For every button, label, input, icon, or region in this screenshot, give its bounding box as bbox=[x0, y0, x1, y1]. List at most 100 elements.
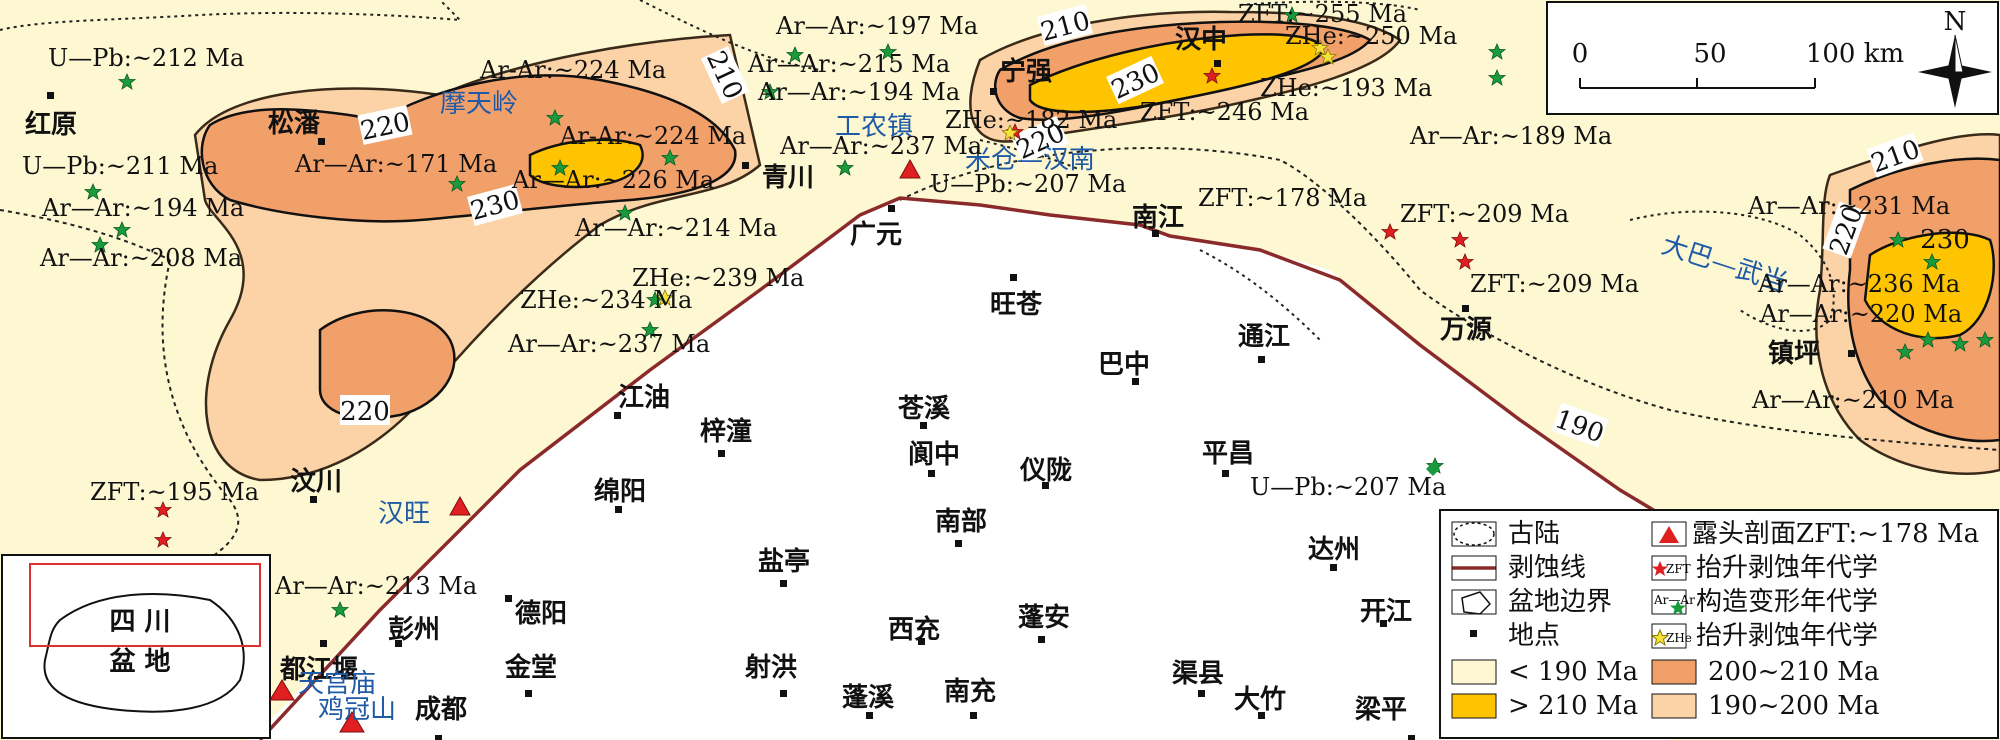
city-tongjiang: 通江 bbox=[1238, 322, 1290, 352]
legend-below-190: < 190 Ma bbox=[1508, 657, 1638, 687]
legend-zhe-key: ZHe bbox=[1666, 631, 1692, 645]
city-wangcang: 旺苍 bbox=[990, 290, 1043, 320]
age-label-3: Ar—Ar:~197 Ma bbox=[775, 12, 978, 40]
contour-dotted-north bbox=[0, 0, 1421, 171]
city-hanzhong: 汉中 bbox=[1175, 25, 1227, 55]
place-migang-hannan: 米仓—汉南 bbox=[965, 145, 1095, 175]
zone-above-210-west bbox=[528, 138, 644, 189]
legend-200-210: 200~210 Ma bbox=[1708, 657, 1879, 687]
age-label-20: Ar—Ar:~208 Ma bbox=[39, 244, 242, 272]
inset-study-area-box bbox=[29, 563, 261, 647]
legend-outcrop: 露头剖面ZFT:~178 Ma bbox=[1692, 519, 1979, 549]
city-guangyuan: 广元 bbox=[850, 220, 902, 250]
city-ningqiang: 宁强 bbox=[1000, 56, 1052, 87]
north-arrow-icon bbox=[1918, 34, 1992, 108]
city-pengan: 蓬安 bbox=[1018, 603, 1070, 633]
legend-erosion-line: 剥蚀线 bbox=[1508, 553, 1586, 583]
age-label-18: U—Pb:~207 Ma bbox=[930, 170, 1126, 198]
legend-paleo-land-icon bbox=[1453, 522, 1495, 546]
location-markers bbox=[47, 60, 1855, 740]
inset-label-line2: 盆 地 bbox=[109, 646, 170, 677]
city-langzhong: 阆中 bbox=[908, 439, 960, 470]
age-label-21: ZFT:~178 Ma bbox=[1198, 184, 1367, 212]
legend-paleo-land: 古陆 bbox=[1508, 519, 1560, 549]
city-hongyuan: 红原 bbox=[25, 109, 77, 140]
city-dazhou: 达州 bbox=[1308, 535, 1360, 565]
age-label-6: ZFT:~255 Ma bbox=[1238, 0, 1407, 28]
city-dazhu: 大竹 bbox=[1234, 685, 1286, 715]
upb-diamond-icon bbox=[1426, 462, 1440, 476]
city-yilong: 仪陇 bbox=[1019, 456, 1072, 486]
city-nanchong: 南充 bbox=[944, 676, 996, 707]
inset-basin-outline bbox=[43, 593, 245, 713]
city-xichong: 西充 bbox=[888, 614, 940, 645]
legend-zft-key: ZFT bbox=[1666, 562, 1691, 576]
city-mianyang: 绵阳 bbox=[594, 476, 646, 507]
age-label-22: ZFT:~209 Ma bbox=[1400, 200, 1569, 228]
place-motianling: 摩天岭 bbox=[440, 89, 518, 119]
contour-label-220b: 220 bbox=[340, 397, 390, 427]
city-qingchuan: 青川 bbox=[762, 163, 814, 193]
scale-tick-0: 0 bbox=[1572, 39, 1589, 69]
city-jintang: 金堂 bbox=[504, 652, 557, 683]
city-jiangyou: 江油 bbox=[618, 383, 670, 413]
age-label-16: Ar—Ar:~194 Ma bbox=[41, 194, 244, 222]
zone-above-210-north bbox=[1028, 33, 1323, 114]
age-label-19: Ar—Ar:~214 Ma bbox=[574, 214, 777, 242]
legend-above-210: > 210 Ma bbox=[1508, 691, 1638, 721]
scale-box bbox=[1546, 1, 1999, 115]
legend-swatch-200-210 bbox=[1651, 659, 1697, 685]
legend-190-200: 190~200 Ma bbox=[1708, 691, 1879, 721]
city-pengzhou: 彭州 bbox=[388, 615, 440, 645]
age-label-7: ZHe:~250 Ma bbox=[1285, 22, 1457, 50]
city-pingchang: 平昌 bbox=[1202, 439, 1254, 469]
city-dujiangyan: 都江堰 bbox=[279, 655, 358, 685]
legend-swatch-below-190 bbox=[1451, 659, 1497, 685]
age-label-11: Ar—Ar:~189 Ma bbox=[1409, 122, 1612, 150]
age-label-24: Ar—Ar:~231 Ma bbox=[1747, 192, 1950, 220]
age-label-33: Ar—Ar:~213 Ma bbox=[274, 572, 477, 600]
age-label-4: Ar—Ar:~215 Ma bbox=[747, 50, 950, 78]
city-deyang: 德阳 bbox=[515, 599, 567, 629]
contour-label-230c: 230 bbox=[1920, 225, 1970, 255]
legend-deformation: 构造变形年代学 bbox=[1696, 587, 1878, 617]
scale-bar bbox=[1579, 78, 1816, 89]
legend-uplift-zhe: 抬升剥蚀年代学 bbox=[1696, 621, 1878, 651]
age-label-1: U—Pb:~212 Ma bbox=[48, 44, 244, 72]
place-jiguanshan: 鸡冠山 bbox=[318, 695, 396, 725]
city-zhenping: 镇坪 bbox=[1768, 339, 1820, 369]
age-label-15: Ar—Ar:~226 Ma bbox=[511, 166, 714, 194]
age-label-12: Ar-Ar:~224 Ma bbox=[559, 122, 746, 150]
age-label-28: Ar—Ar:~236 Ma bbox=[1757, 270, 1960, 298]
city-liangping: 梁平 bbox=[1354, 695, 1407, 725]
erosion-line bbox=[258, 196, 1671, 740]
city-kaijiang: 开江 bbox=[1360, 597, 1412, 627]
age-label-9: ZHe:~182 Ma bbox=[945, 106, 1117, 134]
contour-190-dashed bbox=[0, 147, 2000, 581]
city-wanyuan: 万源 bbox=[1440, 315, 1492, 345]
city-qu: 渠县 bbox=[1172, 659, 1224, 689]
age-label-32: U—Pb:~207 Ma bbox=[1250, 473, 1446, 501]
legend-swatch-190-200 bbox=[1651, 693, 1697, 719]
inset-label-line1: 四 川 bbox=[109, 607, 170, 637]
city-nanbu: 南部 bbox=[935, 507, 987, 537]
age-label-13: Ar—Ar:~171 Ma bbox=[294, 150, 497, 178]
city-zitong: 梓潼 bbox=[700, 416, 752, 447]
legend-uplift-zft: 抬升剥蚀年代学 bbox=[1696, 553, 1878, 583]
age-label-30: Ar—Ar:~210 Ma bbox=[1751, 386, 1954, 414]
legend-basin-boundary-icon bbox=[1461, 591, 1492, 615]
age-label-26: ZHe:~234 Ma bbox=[520, 286, 692, 314]
place-gongnongzhen: 工农镇 bbox=[835, 112, 913, 142]
outcrop-markers bbox=[269, 158, 921, 733]
scale-tick-100: 100 km bbox=[1806, 39, 1904, 69]
age-label-25: ZHe:~239 Ma bbox=[632, 264, 804, 292]
city-shehong: 射洪 bbox=[744, 653, 797, 683]
city-nanjiang: 南江 bbox=[1132, 203, 1184, 233]
age-label-23: ZFT:~209 Ma bbox=[1470, 270, 1639, 298]
age-label-27: Ar—Ar:~237 Ma bbox=[507, 330, 710, 358]
age-label-8: ZHe:~193 Ma bbox=[1260, 74, 1432, 102]
zone-above-210-east bbox=[1863, 231, 1995, 340]
age-label-17: Ar—Ar:~237 Ma bbox=[779, 132, 982, 160]
paleo-land-outline bbox=[1629, 210, 1835, 332]
